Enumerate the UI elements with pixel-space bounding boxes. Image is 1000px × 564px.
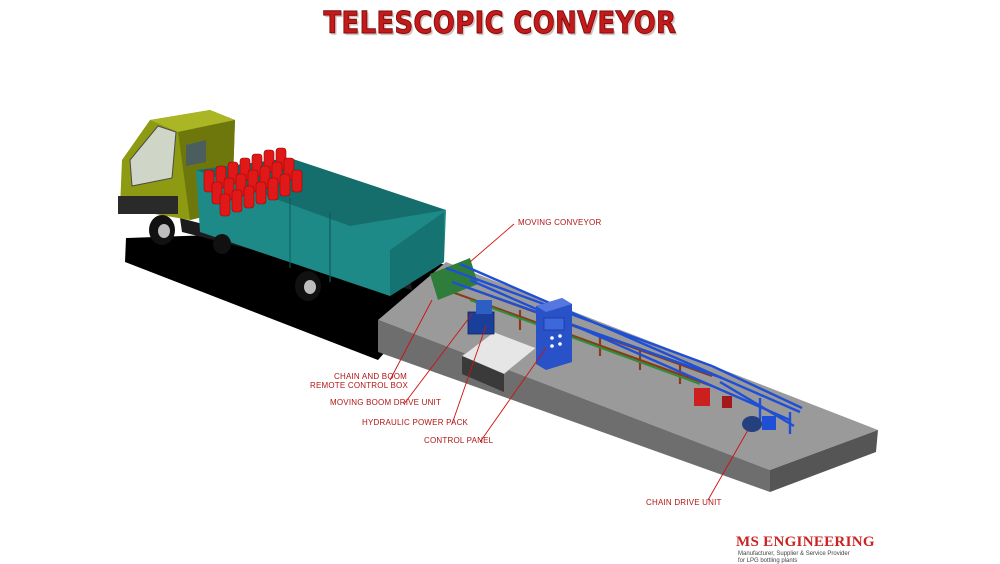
callout-chain-drive-unit: CHAIN DRIVE UNIT	[646, 498, 722, 507]
callout-boom-drive-unit: MOVING BOOM DRIVE UNIT	[330, 398, 442, 407]
telescopic-conveyor	[430, 258, 803, 434]
concrete-platform	[378, 262, 878, 492]
callout-hydraulic-power-pack: HYDRAULIC POWER PACK	[362, 418, 469, 427]
diagram-title: TELESCOPIC CONVEYOR	[323, 6, 677, 42]
control-panel-cabinet	[536, 298, 572, 370]
brand-tagline-2: for LPG bottling plants	[738, 558, 798, 564]
brand-tagline-1: Manufacturer, Supplier & Service Provide…	[738, 551, 850, 557]
gas-cylinders	[203, 147, 303, 217]
truck-wheels	[149, 215, 321, 301]
truck	[118, 110, 446, 301]
callout-moving-conveyor: MOVING CONVEYOR	[518, 218, 602, 227]
callout-control-panel: CONTROL PANEL	[424, 436, 494, 445]
callout-remote-box-line2: REMOTE CONTROL BOX	[310, 381, 408, 390]
callout-remote-box-line1: CHAIN AND BOOM	[334, 372, 408, 381]
leader-lines	[389, 223, 749, 501]
brand-name: MS ENGINEERING	[736, 534, 875, 550]
